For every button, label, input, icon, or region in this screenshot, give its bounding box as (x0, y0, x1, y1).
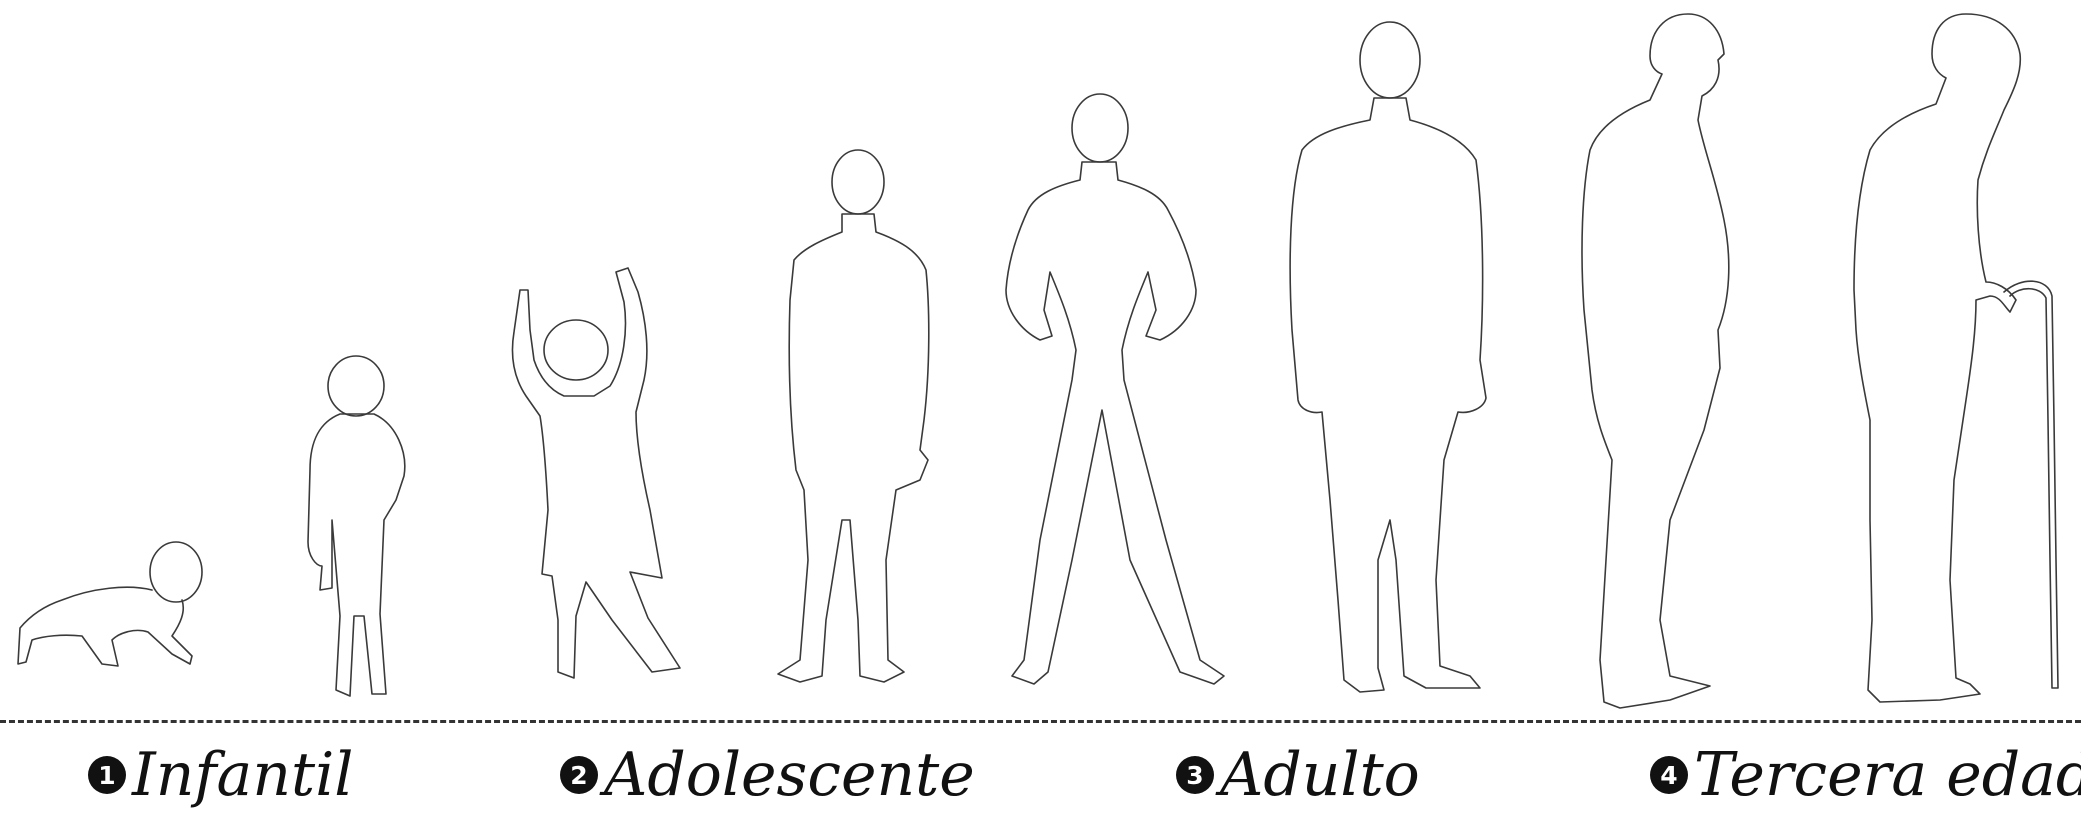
ground-dashed-line (0, 720, 2081, 723)
stage-label-adolescente: 2 Adolescente (560, 738, 975, 812)
stage-number-badge: 4 (1650, 756, 1688, 794)
child-arms-raised-silhouette-icon (511, 267, 681, 679)
crawling-baby-silhouette-icon (17, 541, 203, 667)
teenager-silhouette-icon (777, 149, 930, 683)
life-stages-silhouettes (17, 13, 2059, 709)
stage-name: Tercera edad (1694, 740, 2081, 810)
stage-label-infantil: 1 Infantil (88, 738, 353, 812)
stage-name: Adulto (1220, 740, 1420, 810)
elderly-man-stooped-silhouette-icon (1581, 13, 1730, 709)
stage-number-badge: 3 (1176, 756, 1214, 794)
stage-name: Adolescente (604, 740, 975, 810)
adult-man-silhouette-icon (1289, 21, 1487, 693)
young-man-hands-on-hips-silhouette-icon (1005, 93, 1225, 685)
stage-name: Infantil (132, 740, 354, 810)
stage-number-badge: 1 (88, 756, 126, 794)
stage-number-badge: 2 (560, 756, 598, 794)
stage-label-tercera-edad: 4 Tercera edad (1650, 738, 2081, 812)
elderly-man-with-cane-silhouette-icon (1853, 13, 2059, 703)
stage-label-adulto: 3 Adulto (1176, 738, 1420, 812)
toddler-silhouette-icon (307, 355, 406, 697)
